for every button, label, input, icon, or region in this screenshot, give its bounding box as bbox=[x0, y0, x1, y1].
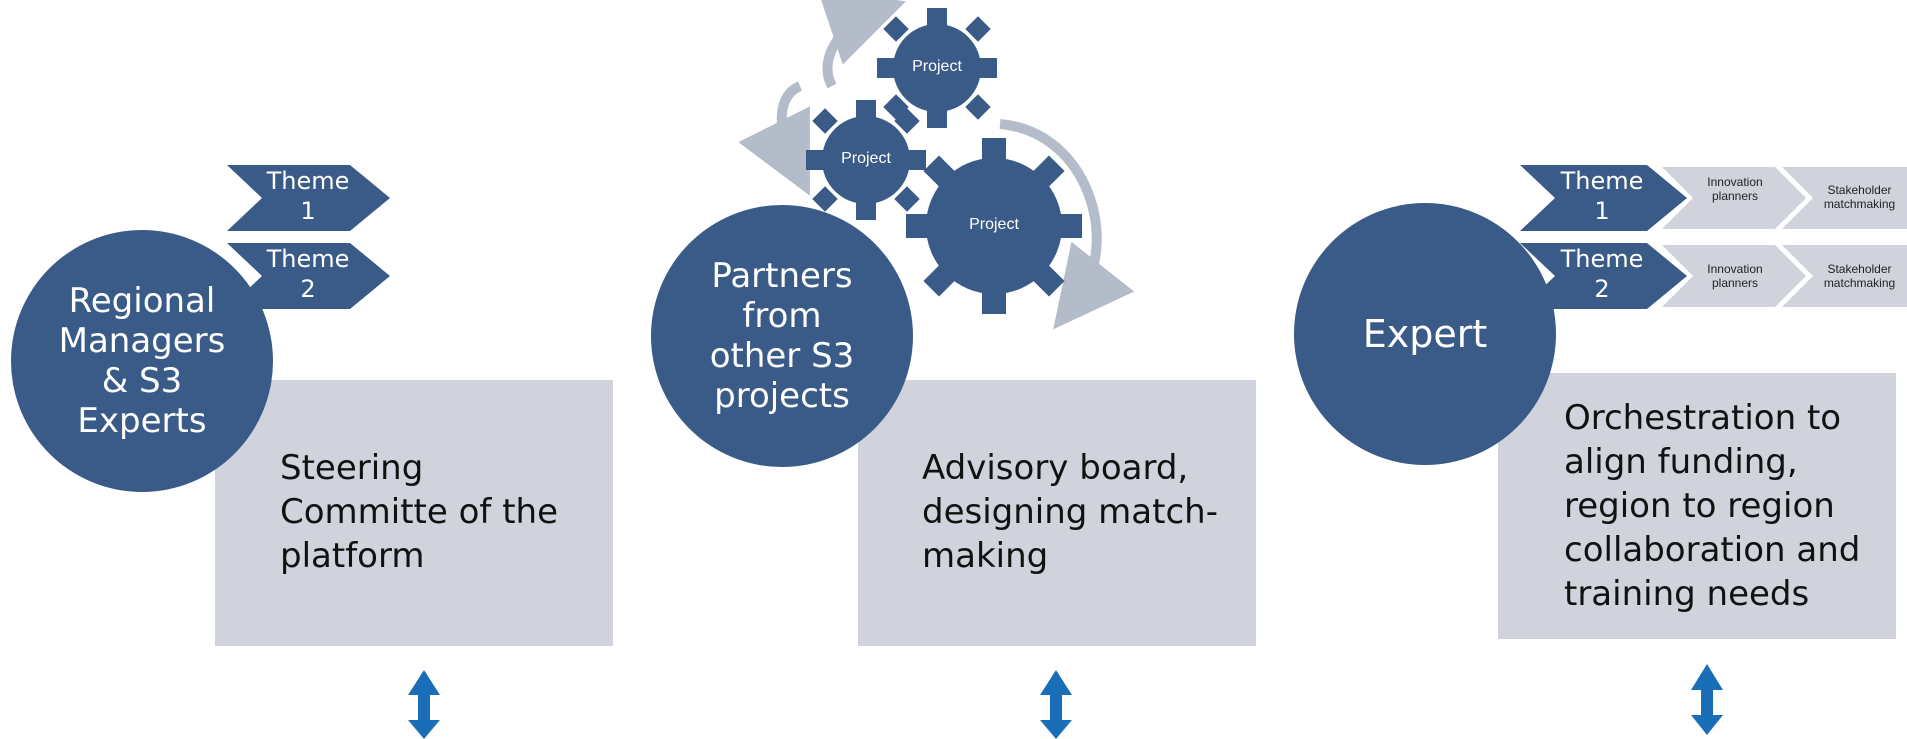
step-chevron bbox=[1662, 167, 1806, 229]
theme-2-chevron-right bbox=[1520, 243, 1687, 309]
theme-1-chevron bbox=[227, 165, 390, 231]
theme-2-chevron bbox=[227, 243, 390, 309]
circle-line: projects bbox=[714, 376, 850, 416]
gear-small-left bbox=[806, 100, 926, 220]
circle-line: Expert bbox=[1362, 312, 1488, 356]
box-line: region to region bbox=[1564, 486, 1835, 526]
box-line: Committe of the bbox=[280, 492, 558, 532]
step-chevron bbox=[1782, 167, 1907, 229]
advisory-box bbox=[858, 380, 1256, 646]
box-line: training needs bbox=[1564, 574, 1810, 614]
box-line: making bbox=[922, 536, 1049, 576]
orchestration-box-text: Orchestration to align funding, region t… bbox=[1564, 396, 1860, 616]
box-line: platform bbox=[280, 536, 425, 576]
step-chevron bbox=[1662, 245, 1806, 307]
gear-label-top: Project bbox=[912, 58, 962, 75]
box-line: Advisory board, bbox=[922, 448, 1189, 488]
box-line: align funding, bbox=[1564, 442, 1798, 482]
circle-line: Experts bbox=[77, 401, 207, 441]
circle-line: Managers bbox=[58, 321, 226, 361]
orchestration-box bbox=[1498, 373, 1896, 639]
circle-line: other S3 bbox=[709, 336, 855, 376]
double-arrow bbox=[1691, 664, 1723, 735]
box-line: designing match- bbox=[922, 492, 1218, 532]
step-chevron bbox=[1782, 245, 1907, 307]
theme-1-chevron-right bbox=[1520, 165, 1687, 231]
gear-label-large: Project bbox=[969, 216, 1019, 233]
gear-small-top bbox=[877, 8, 997, 128]
advisory-box-text: Advisory board, designing match- making bbox=[922, 446, 1218, 578]
curved-arrow bbox=[999, 119, 1135, 330]
double-arrow bbox=[408, 670, 440, 739]
double-arrow bbox=[1040, 670, 1072, 739]
steering-box bbox=[215, 380, 613, 646]
circle-line: from bbox=[742, 296, 822, 336]
curved-arrow bbox=[738, 81, 810, 196]
partners-circle: Partners from other S3 projects bbox=[651, 205, 913, 467]
box-line: Steering bbox=[280, 448, 424, 488]
curved-arrow bbox=[817, 0, 906, 89]
circle-line: Regional bbox=[68, 281, 216, 321]
steering-box-text: Steering Committe of the platform bbox=[280, 446, 558, 578]
circle-line: & S3 bbox=[101, 361, 183, 401]
box-line: Orchestration to bbox=[1564, 398, 1842, 438]
gear-label-left: Project bbox=[841, 150, 891, 167]
circle-line: Partners bbox=[711, 256, 853, 296]
box-line: collaboration and bbox=[1564, 530, 1861, 570]
regional-managers-circle: Regional Managers & S3 Experts bbox=[11, 230, 273, 492]
expert-circle: Expert bbox=[1294, 203, 1556, 465]
